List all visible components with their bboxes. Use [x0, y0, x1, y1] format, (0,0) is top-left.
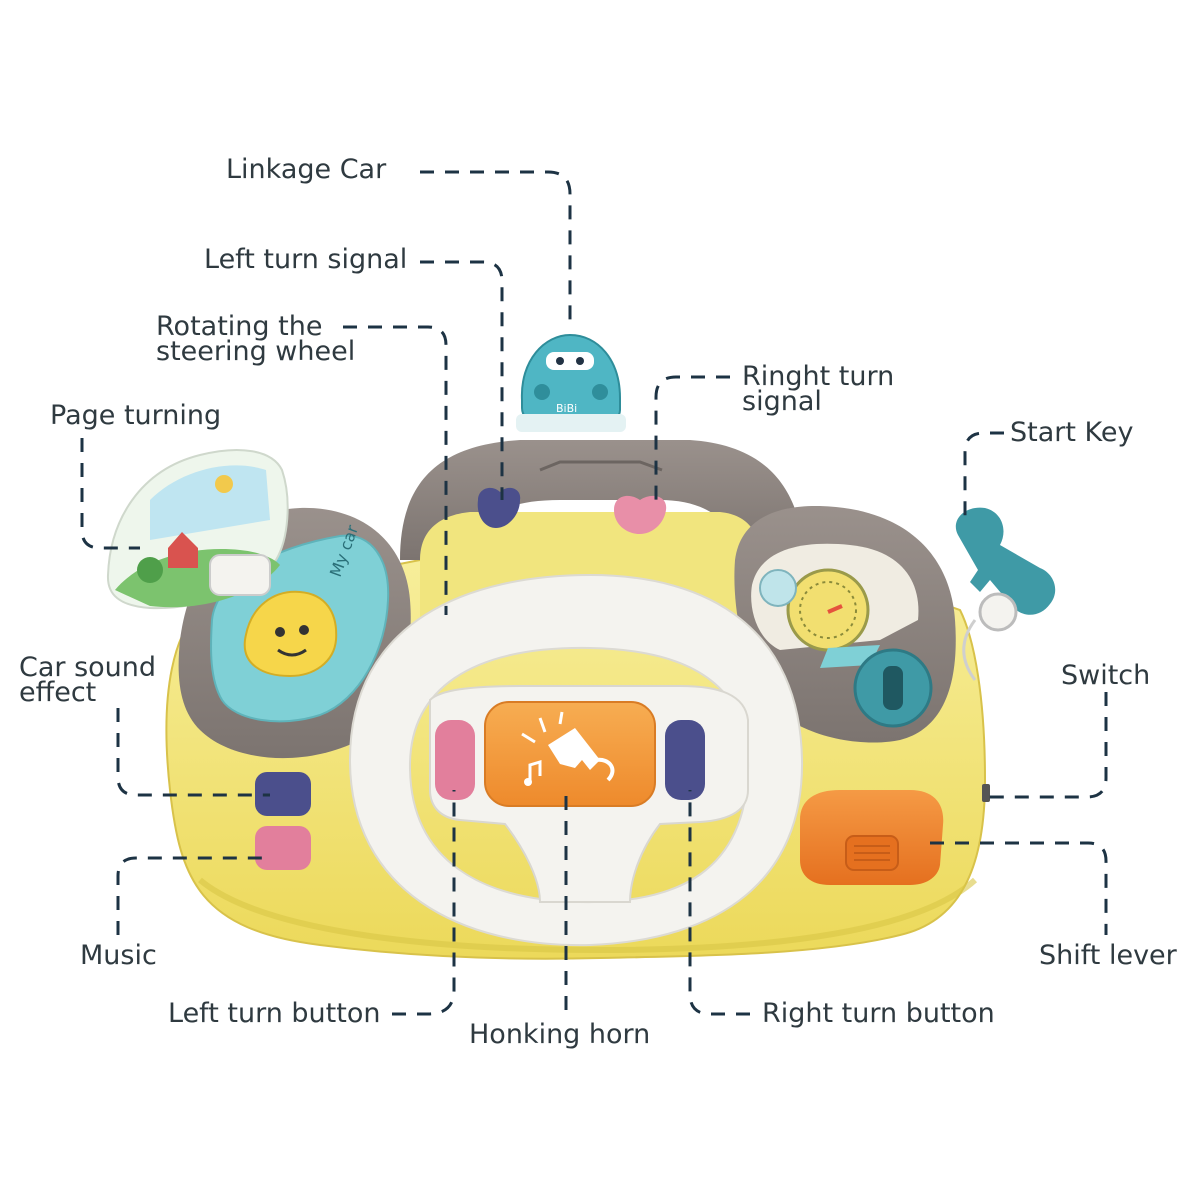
- label-car-sound-effect: Car sound effect: [19, 652, 157, 708]
- label-car-sound-line-2: effect: [19, 677, 97, 708]
- leader-right-turn-button: [688, 790, 750, 1016]
- leader-right-turn-signal: [654, 375, 730, 510]
- horn-icon-bell: [595, 757, 615, 782]
- screen-car-smile: [277, 648, 307, 657]
- ignition-slot: [883, 666, 903, 710]
- left-turn-signal-button: [477, 487, 521, 528]
- label-linkage-car: Linkage Car: [226, 154, 387, 185]
- label-left-turn-button: Left turn button: [168, 998, 381, 1029]
- body-rim: [198, 877, 978, 954]
- label-rotating-wheel: Rotating the steering wheel: [156, 311, 356, 367]
- label-start-key: Start Key: [1010, 417, 1134, 448]
- tree-icon: [137, 557, 163, 583]
- linkage-car-headlight-right: [592, 384, 608, 400]
- linkage-car-window: [546, 352, 594, 370]
- key-ring: [978, 592, 1018, 632]
- linkage-car-eye-right: [576, 357, 584, 365]
- linkage-car-badge: BiBi: [556, 402, 577, 415]
- linkage-car-base: [516, 414, 626, 432]
- right-turn-button: [665, 720, 705, 800]
- leader-switch: [988, 692, 1108, 799]
- label-rotating-wheel-line-2: steering wheel: [156, 336, 356, 367]
- left-turn-button: [435, 720, 475, 800]
- key-cord: [962, 619, 977, 681]
- screen-car: [243, 590, 338, 678]
- leader-music: [116, 856, 270, 935]
- speedometer-needle: [827, 604, 843, 614]
- label-right-turn-signal-line-2: signal: [742, 386, 822, 417]
- book-hinge: [209, 554, 271, 596]
- leader-shift-lever: [930, 841, 1108, 935]
- dashboard-notch: [539, 460, 663, 472]
- label-page-turning: Page turning: [50, 400, 222, 431]
- label-shift-lever: Shift lever: [1039, 940, 1177, 971]
- picture-book-sky: [150, 465, 270, 540]
- horn-icon: [548, 728, 600, 770]
- label-rotating-wheel-line-1: Rotating the: [156, 311, 323, 342]
- label-right-turn-signal-line-1: Ringht turn: [742, 361, 895, 392]
- key-icon: [955, 507, 1056, 615]
- car-sound-button: [255, 772, 311, 816]
- sun-icon: [215, 475, 233, 493]
- leader-car-sound: [116, 708, 270, 797]
- leader-linkage-car: [420, 170, 572, 330]
- screen-car-eye-right: [299, 625, 309, 635]
- speedometer-inner: [799, 581, 857, 639]
- leader-left-turn-button: [392, 790, 456, 1016]
- right-turn-signal-button: [614, 495, 667, 534]
- label-switch: Switch: [1061, 660, 1151, 691]
- horn-sound-lines: [521, 711, 564, 744]
- side-switch: [982, 784, 990, 802]
- music-note-icon: [528, 759, 542, 780]
- small-gauge-icon: [759, 569, 797, 607]
- leader-lines: [80, 170, 1108, 1016]
- label-honking-horn: Honking horn: [469, 1019, 651, 1050]
- leader-left-turn-signal: [420, 260, 504, 500]
- screen-car-eye-left: [275, 627, 285, 637]
- label-left-turn-signal: Left turn signal: [204, 244, 408, 275]
- music-note-head: [524, 778, 532, 786]
- linkage-car-headlight-left: [534, 384, 550, 400]
- label-car-sound-line-1: Car sound: [19, 652, 157, 683]
- label-music: Music: [80, 940, 157, 971]
- music-button: [255, 826, 311, 870]
- leader-page-turning: [80, 438, 140, 550]
- leader-rotating-wheel: [343, 325, 448, 615]
- barn-icon: [168, 532, 198, 568]
- linkage-car-eye-left: [556, 357, 564, 365]
- label-right-turn-button: Right turn button: [762, 998, 995, 1029]
- leader-start-key: [963, 431, 1004, 525]
- label-right-turn-signal: Ringht turn signal: [742, 361, 895, 417]
